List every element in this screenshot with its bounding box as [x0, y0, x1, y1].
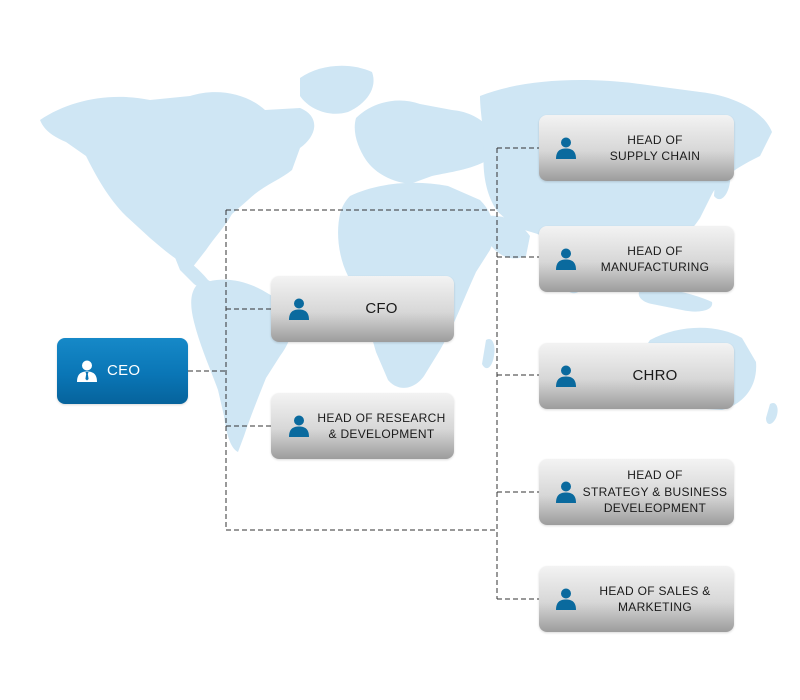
node-head-of-research-development[interactable]: HEAD OF RESEARCH & DEVELOPMENT — [271, 393, 454, 459]
person-icon — [289, 415, 309, 437]
node-chro-label: CHRO — [632, 367, 678, 384]
indonesia-shape — [638, 288, 713, 312]
person-icon — [556, 481, 576, 503]
node-manufacturing-label: HEAD OF MANUFACTURING — [600, 244, 710, 274]
node-head-of-sales-marketing[interactable]: HEAD OF SALES & MARKETING — [539, 566, 734, 632]
node-cfo-label: CFO — [365, 300, 398, 317]
node-head-of-manufacturing[interactable]: HEAD OF MANUFACTURING — [539, 226, 734, 292]
node-sales-label: HEAD OF SALES & MARKETING — [599, 584, 711, 614]
person-icon — [289, 298, 309, 320]
greenland-shape — [300, 65, 374, 114]
node-rnd-label: HEAD OF RESEARCH & DEVELOPMENT — [317, 411, 446, 441]
person-icon — [77, 360, 97, 382]
node-chro[interactable]: CHRO — [539, 343, 734, 409]
node-ceo[interactable]: CEO — [57, 338, 188, 404]
node-head-of-supply-chain[interactable]: HEAD OF SUPPLY CHAIN — [539, 115, 734, 181]
node-head-of-strategy[interactable]: HEAD OF STRATEGY & BUSINESS DEVELEOPMENT — [539, 459, 734, 525]
node-cfo[interactable]: CFO — [271, 276, 454, 342]
north-america-shape — [40, 92, 315, 268]
madagascar-shape — [482, 338, 495, 369]
person-icon — [556, 588, 576, 610]
new-zealand-shape — [766, 402, 778, 424]
south-america-shape — [191, 279, 293, 452]
arabia-shape — [488, 215, 530, 259]
central-america-shape — [172, 250, 218, 290]
person-icon — [556, 248, 576, 270]
europe-shape — [354, 100, 496, 184]
node-supply-chain-label: HEAD OF SUPPLY CHAIN — [609, 133, 701, 163]
node-ceo-label: CEO — [107, 362, 141, 379]
person-icon — [556, 365, 576, 387]
node-strategy-label: HEAD OF STRATEGY & BUSINESS DEVELEOPMENT — [582, 468, 728, 516]
person-icon — [556, 137, 576, 159]
